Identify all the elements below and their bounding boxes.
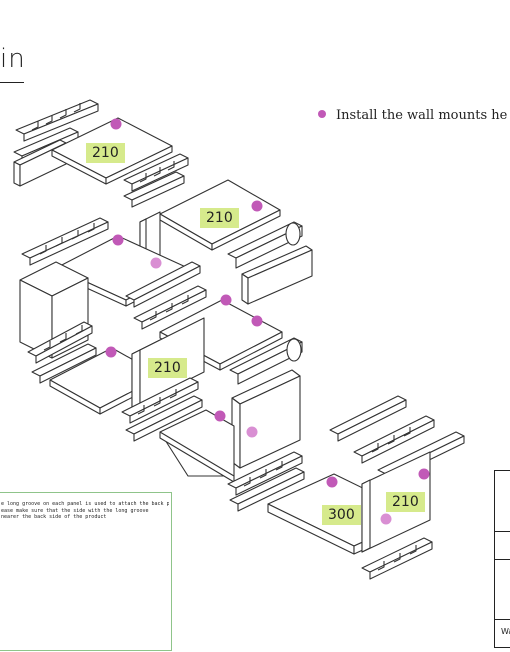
bullet-dot-icon [318, 110, 326, 118]
connector-strip [27, 321, 97, 384]
instruction-line: e long groove on each panel is used to a… [1, 501, 169, 507]
instruction-line: nearer the back side of the product [1, 514, 107, 520]
table-divider [495, 619, 510, 620]
connector-strip [125, 261, 207, 330]
connector-strip [121, 377, 203, 442]
mount-dot [105, 346, 117, 358]
title-underline [0, 82, 24, 83]
connector-strip [21, 217, 109, 266]
dimension-label: 210 [148, 358, 187, 378]
mount-dot [112, 234, 124, 246]
instruction-line: ease make sure that the side with the lo… [1, 507, 149, 514]
dimension-label: 210 [200, 208, 239, 228]
groove-instruction-text: e long groove on each panel is used to a… [1, 501, 169, 521]
dimension-label: 210 [86, 143, 125, 163]
mount-dot [220, 294, 232, 306]
connector-strip [13, 99, 99, 164]
table-divider [495, 559, 510, 560]
dimension-label: 300 [322, 505, 361, 525]
wall-mount-note-text: Install the wall mounts he [336, 108, 508, 123]
table-cell: Wa [501, 627, 510, 636]
rail-roller [229, 337, 303, 385]
connector-strip [123, 153, 189, 208]
rail-roller [227, 221, 313, 305]
wall-mount-markers [105, 118, 430, 525]
parts-table: Wa [494, 470, 510, 648]
connector-strip [227, 451, 305, 512]
mount-dot [380, 513, 392, 525]
mount-dot [246, 426, 258, 438]
mount-dot [110, 118, 122, 130]
dimension-label: 210 [386, 492, 425, 512]
shelf-panel [159, 409, 235, 483]
groove-instruction-box: e long groove on each panel is used to a… [0, 492, 172, 651]
mount-dot [326, 476, 338, 488]
mount-dot [150, 257, 162, 269]
mount-dot [418, 468, 430, 480]
wall-mount-note: Install the wall mounts he [318, 108, 507, 123]
table-divider [495, 531, 510, 532]
page-title: in [0, 44, 26, 74]
connector-strip [361, 537, 433, 580]
mount-dot [251, 200, 263, 212]
mount-dot [214, 410, 226, 422]
side-panel [231, 369, 301, 469]
mount-dot [251, 315, 263, 327]
